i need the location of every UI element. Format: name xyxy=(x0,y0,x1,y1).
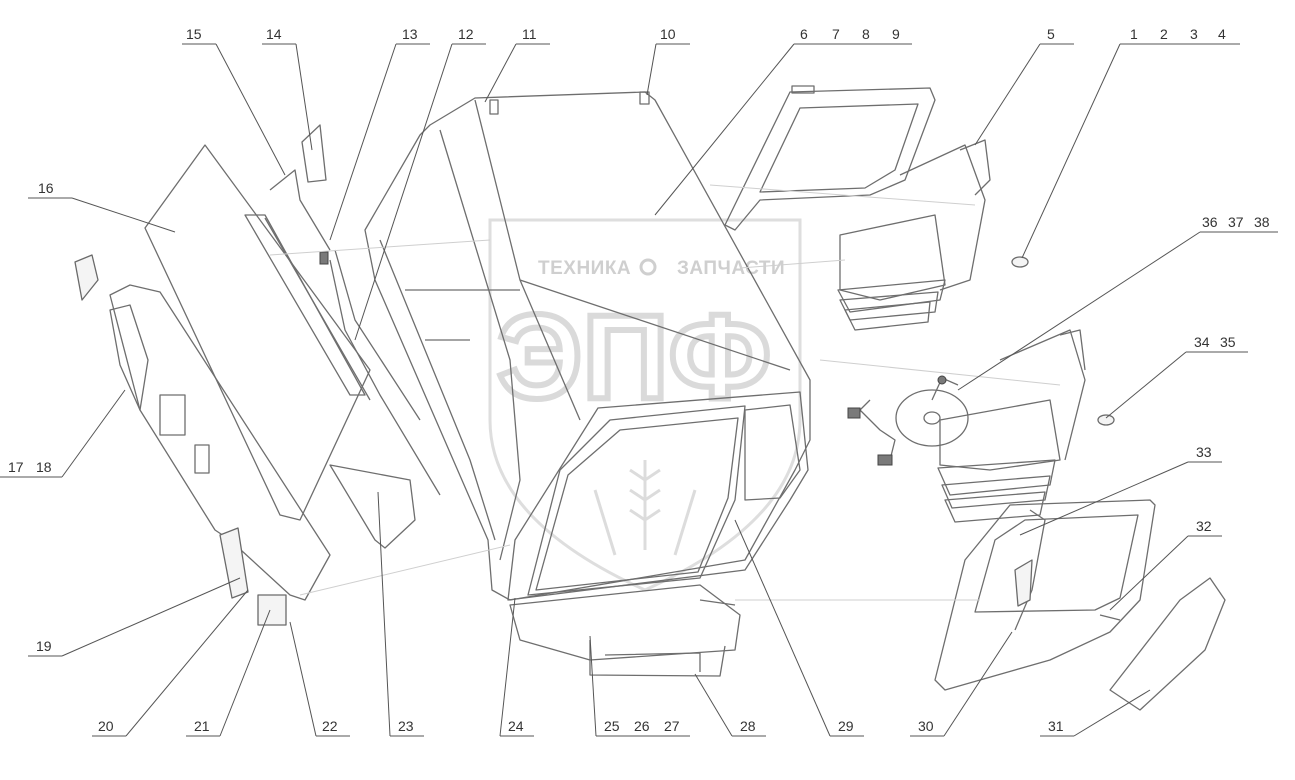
seal-strip xyxy=(244,214,371,401)
callout-2: 2 xyxy=(1160,26,1168,42)
callout-13: 13 xyxy=(402,26,418,42)
part-19 xyxy=(219,527,249,599)
rear-window xyxy=(724,85,936,231)
left-latch-17-18 xyxy=(74,254,99,301)
callout-19: 19 xyxy=(36,638,52,654)
seat-lower xyxy=(937,329,1086,523)
watermark: ТЕХНИКА ЗАПЧАСТИ ЭПФ xyxy=(488,218,802,592)
seat-upper xyxy=(837,139,991,331)
callout-6: 6 xyxy=(800,26,808,42)
cab-frame xyxy=(364,91,811,601)
callout-24: 24 xyxy=(508,718,524,734)
callout-labels: 15 14 13 12 11 10 6 7 8 9 5 1 2 3 4 16 3… xyxy=(8,26,1270,734)
callout-4: 4 xyxy=(1218,26,1226,42)
watermark-shield xyxy=(488,218,802,592)
callout-12: 12 xyxy=(458,26,474,42)
assembly-guide-lines xyxy=(269,184,1061,601)
callout-22: 22 xyxy=(322,718,338,734)
wiper xyxy=(319,249,441,496)
callout-27: 27 xyxy=(664,718,680,734)
callout-25: 25 xyxy=(604,718,620,734)
callout-31: 31 xyxy=(1048,718,1064,734)
roof-panel xyxy=(144,144,371,521)
side-trim-23 xyxy=(329,464,416,549)
callout-16: 16 xyxy=(38,180,54,196)
callout-26: 26 xyxy=(634,718,650,734)
callout-17: 17 xyxy=(8,459,24,475)
wheat-emblem-icon xyxy=(593,460,697,556)
callout-21: 21 xyxy=(194,718,210,734)
small-part-34-35 xyxy=(1097,414,1115,426)
callout-30: 30 xyxy=(918,718,934,734)
callout-33: 33 xyxy=(1196,444,1212,460)
watermark-text-left: ТЕХНИКА xyxy=(538,258,631,279)
callout-8: 8 xyxy=(862,26,870,42)
callout-15: 15 xyxy=(186,26,202,42)
small-part-1-4 xyxy=(1011,256,1029,268)
callout-7: 7 xyxy=(832,26,840,42)
callout-14: 14 xyxy=(266,26,282,42)
callout-36: 36 xyxy=(1202,214,1218,230)
mirror xyxy=(269,124,331,251)
right-door xyxy=(934,499,1156,691)
callout-35: 35 xyxy=(1220,334,1236,350)
gear-icon xyxy=(639,258,657,276)
callout-20: 20 xyxy=(98,718,114,734)
callout-5: 5 xyxy=(1047,26,1055,42)
lower-step-box xyxy=(509,584,741,677)
part-21 xyxy=(257,594,287,626)
callout-28: 28 xyxy=(740,718,756,734)
callout-37: 37 xyxy=(1228,214,1244,230)
callout-18: 18 xyxy=(36,459,52,475)
callout-3: 3 xyxy=(1190,26,1198,42)
callout-11: 11 xyxy=(522,26,537,42)
callout-9: 9 xyxy=(892,26,900,42)
front-glass-frame xyxy=(507,391,809,601)
right-side-panel xyxy=(1109,577,1226,711)
callout-38: 38 xyxy=(1254,214,1270,230)
steering-wheel xyxy=(847,375,969,466)
callout-23: 23 xyxy=(398,718,414,734)
callout-10: 10 xyxy=(660,26,676,42)
leader-lines xyxy=(0,43,1278,737)
callout-32: 32 xyxy=(1196,518,1212,534)
callout-34: 34 xyxy=(1194,334,1210,350)
watermark-logo: ЭПФ xyxy=(497,290,771,424)
callout-29: 29 xyxy=(838,718,854,734)
watermark-text-right: ЗАПЧАСТИ xyxy=(677,258,785,279)
callout-1: 1 xyxy=(1130,26,1138,42)
left-wall-panel xyxy=(109,284,331,601)
